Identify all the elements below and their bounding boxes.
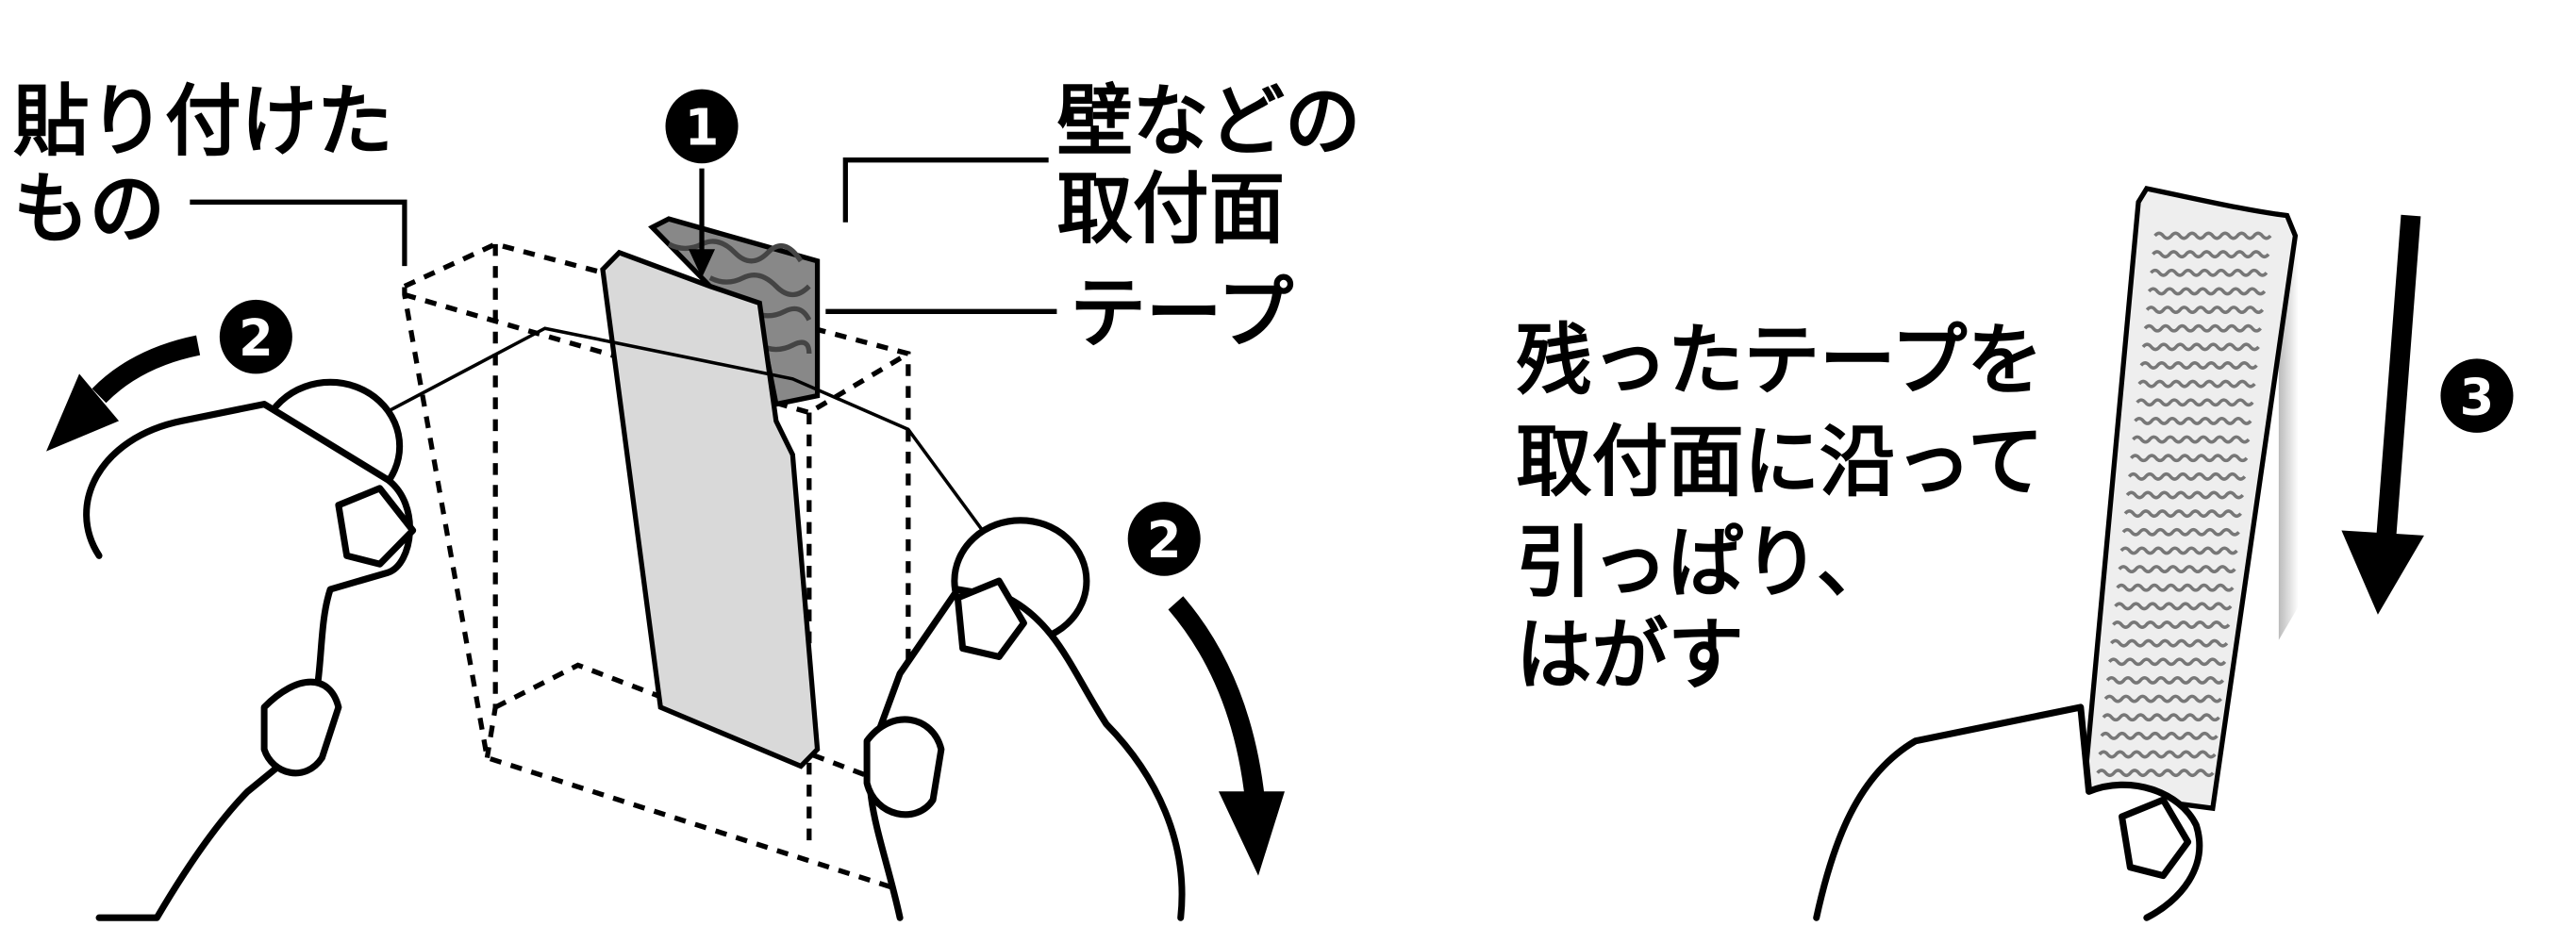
instruction-line1: 残ったテープを [1516,316,2043,406]
tape-texture-wave [2139,361,2258,370]
tape-texture-wave [2143,323,2262,333]
tape-texture-wave [2123,509,2242,519]
tape-texture-wave [2130,454,2249,463]
step2-arrow-right [1168,596,1265,802]
peeled-tape-strip [2081,186,2299,812]
tape-texture-wave [2107,657,2227,667]
tape-texture-wave [2153,231,2272,240]
label-attached-object-line2: もの [13,164,165,255]
tape-texture-wave [2110,638,2229,648]
step2-badge-right [1127,502,1201,576]
tape-texture-wave [2137,379,2256,389]
tape-texture-wave [2134,416,2252,425]
tape-texture-wave [2105,675,2225,685]
tape-texture-wave [2147,287,2267,296]
step2-arrowhead-right-icon [1218,791,1285,876]
step2-arrowhead-left-icon [46,373,120,452]
tape-texture-wave [2132,435,2251,444]
step1-arrowhead-icon [689,249,716,278]
tape-texture-wave [2096,769,2215,778]
tape-texture-wave [2141,342,2260,352]
step3-badge [2440,358,2514,433]
tape-texture-wave [2102,713,2220,722]
tape-texture-wave [2136,398,2254,407]
label-tape: テープ [1070,269,1293,359]
tape-texture-wave [2098,750,2217,759]
instruction-line4: はがす [1516,610,1744,701]
tape-texture-wave [2150,268,2269,277]
tape-texture-wave [2121,527,2240,537]
tape-texture-wave [2119,546,2238,555]
tape-texture-wave [2114,602,2233,611]
step2-badge-left [219,299,292,374]
tape-texture-wave [2112,620,2231,629]
cutting-string [321,326,1009,566]
step2-arrow-left [91,335,201,404]
step3-arrowhead-icon [2341,530,2424,615]
instruction-line3: 引っぱり、 [1516,518,1892,608]
tape-texture-wave [2125,490,2245,500]
leader-line-surface [842,157,1049,223]
instruction-line2: 取付面に沿って [1516,417,2044,507]
tape-texture-wave [2127,472,2247,481]
tape-texture-wave [2116,583,2235,592]
tape-texture-wave [2103,694,2222,703]
label-mount-surface-line1: 壁などの [1056,76,1360,167]
step1-number: 1 [685,98,720,157]
step2-number-right: 2 [1147,511,1182,571]
tape-strip [600,216,821,769]
leader-line-object [190,199,407,267]
right-hand-illustration [863,517,1186,921]
step3-arrow [2376,214,2421,540]
tape-texture-wave [2118,565,2236,574]
tape-texture-wave [2152,250,2270,259]
label-mount-surface-line2: 取付面 [1056,164,1285,255]
label-attached-object-line1: 貼り付けた [13,76,393,167]
tape-texture-wave [2100,731,2219,740]
tape-texture-wave [2145,306,2265,315]
step1-badge [665,89,739,164]
left-hand-illustration [83,378,417,921]
step3-number: 3 [2460,368,2495,427]
step2-number-left: 2 [239,308,274,368]
hand-holding-tape-illustration [1813,703,2203,921]
